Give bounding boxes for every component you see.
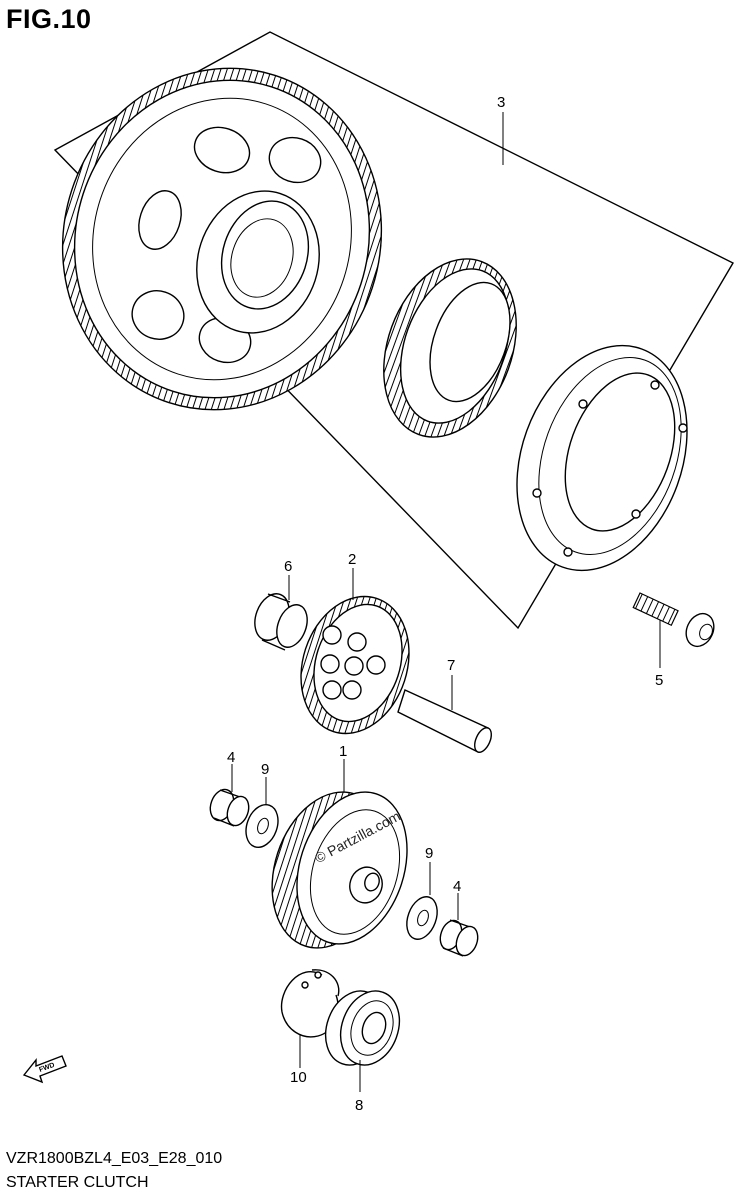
callout-10: 10 (290, 1069, 307, 1086)
callout-9-right: 9 (425, 845, 433, 862)
starter-clutch-hub-1 (271, 791, 408, 949)
fwd-arrow-icon: FWD (22, 1055, 67, 1084)
starter-driven-gear (61, 67, 383, 411)
washer-9-left (245, 803, 279, 849)
callout-9-left: 9 (261, 761, 269, 778)
idle-gear-2 (300, 595, 410, 735)
bearing-8 (324, 990, 401, 1066)
callout-6: 6 (284, 558, 292, 575)
bushing-4-left (209, 788, 250, 827)
figure-caption: STARTER CLUTCH (6, 1174, 149, 1191)
callout-2: 2 (348, 551, 356, 568)
shaft-7 (397, 689, 492, 753)
bushing-4-right (439, 919, 479, 957)
callout-8: 8 (355, 1097, 363, 1114)
one-way-clutch (383, 258, 517, 438)
callout-1: 1 (339, 743, 347, 760)
clutch-outer-ring (516, 344, 688, 572)
callout-3: 3 (497, 94, 505, 111)
figure-title: FIG.10 (6, 4, 92, 34)
callout-4-left: 4 (227, 749, 235, 766)
callout-5: 5 (655, 672, 663, 689)
callout-4-right: 4 (453, 878, 461, 895)
circlip-10 (280, 969, 340, 1038)
washer-9-right (406, 896, 438, 940)
callout-7: 7 (447, 657, 455, 674)
bushing-6 (254, 593, 308, 651)
model-code: VZR1800BZL4_E03_E28_010 (6, 1150, 223, 1167)
bolt-5 (632, 592, 715, 648)
